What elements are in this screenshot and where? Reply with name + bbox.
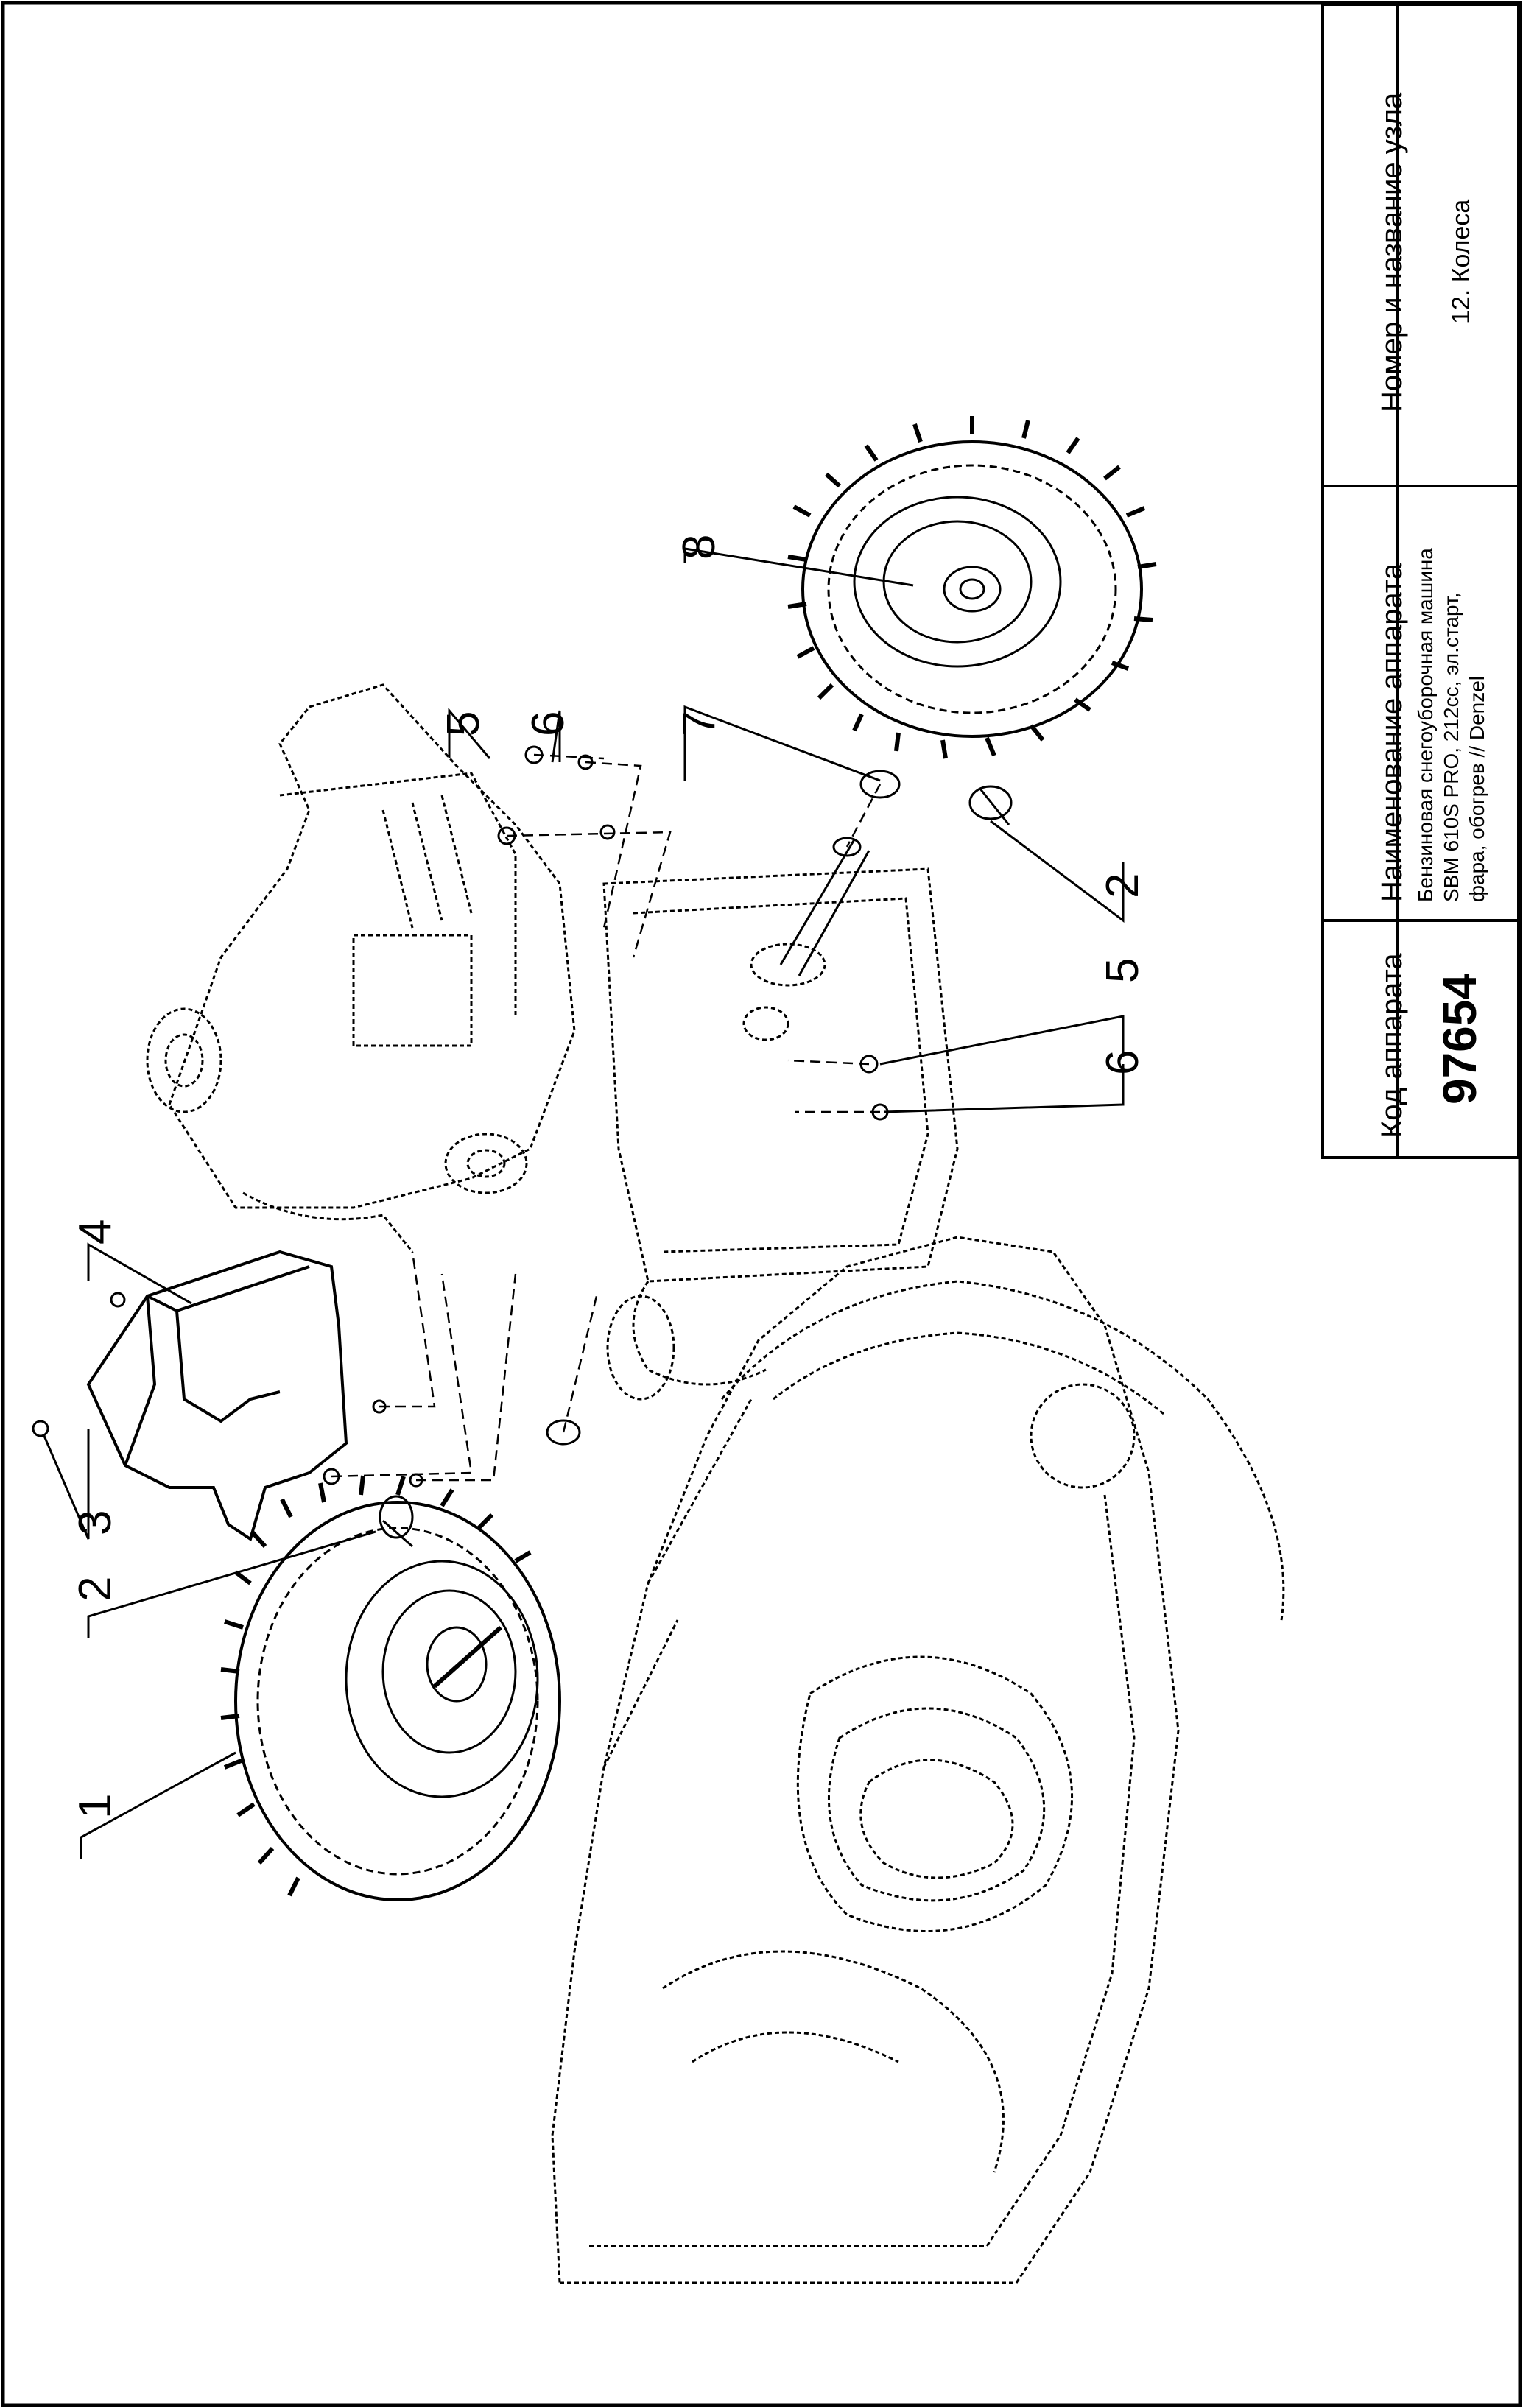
callout-1: 1	[70, 1794, 121, 1819]
code-value: 97654	[1433, 974, 1486, 1105]
callout-6-top: 6	[523, 711, 574, 736]
washer-part7	[859, 770, 901, 799]
callout-5-top: 5	[438, 711, 489, 736]
lynch-pin-left	[379, 1495, 414, 1548]
wheel-right	[787, 416, 1157, 759]
callout-leaders	[43, 547, 1125, 1859]
assembly-leader-lines	[331, 753, 882, 1482]
callout-6-right: 6	[1097, 1050, 1148, 1075]
exploded-wheel-assembly-drawing	[32, 416, 1285, 2284]
name-header: Наименование аппарата	[1376, 563, 1408, 902]
node-value: 12. Колеса	[1447, 199, 1475, 324]
name-line-1: Бензиновая снегоуборочная машина	[1414, 548, 1437, 902]
callout-3: 3	[70, 1510, 121, 1535]
engine	[146, 683, 576, 1253]
fasteners	[32, 745, 889, 1488]
node-header: Номер и название узла	[1376, 92, 1408, 412]
cover-part4	[86, 1250, 348, 1542]
callout-2-right: 2	[1097, 873, 1148, 898]
name-line-2: SBM 610S PRO, 212cc, эл.старт,	[1440, 592, 1463, 902]
wheel-left	[220, 1475, 561, 1901]
callout-4: 4	[70, 1219, 121, 1245]
code-header: Код аппарата	[1376, 953, 1408, 1138]
callout-2-left: 2	[70, 1577, 121, 1602]
chassis-frame	[602, 867, 959, 1401]
callout-numbers: 1 2 3 4 5 6 2 5 6 7 8	[70, 535, 1148, 1819]
axle-shaft	[779, 837, 870, 976]
washer-left	[546, 1419, 581, 1446]
title-block	[1321, 3, 1520, 1159]
lynch-pin-right	[968, 785, 1013, 825]
callout-7: 7	[674, 711, 725, 736]
auger-housing	[551, 1236, 1285, 2284]
callout-8: 8	[674, 535, 725, 560]
name-line-3: фара, обогрев // Denzel	[1466, 675, 1488, 902]
callout-5-right: 5	[1097, 958, 1148, 983]
